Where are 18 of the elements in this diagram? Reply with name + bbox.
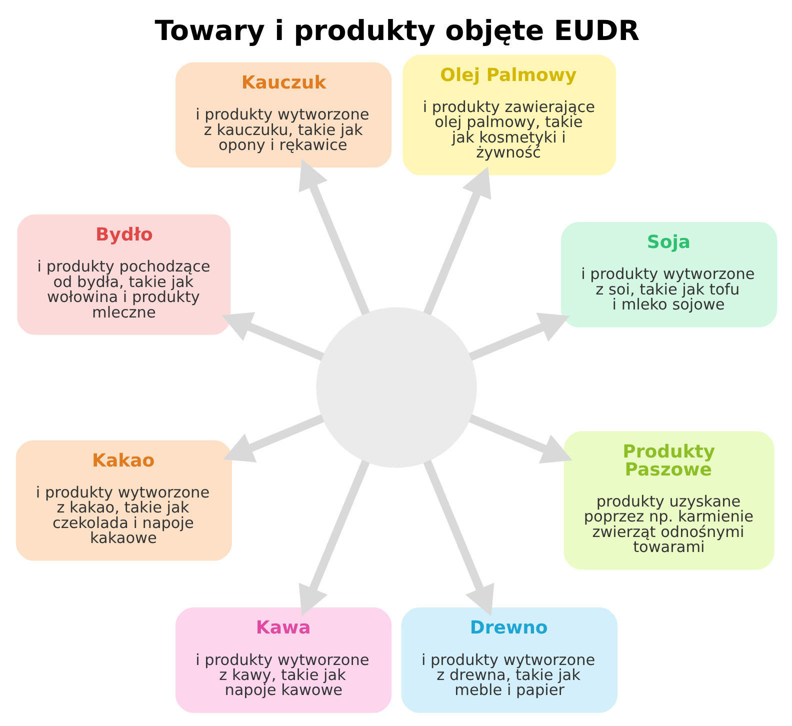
node-box: Produkty Paszowe produkty uzyskane poprzez np. karmienie zwierząt odnośnymi towarami <box>563 431 774 570</box>
arrow <box>422 460 494 616</box>
node-box: Olej Palmowy i produkty zawierające olej palmowy, takie jak kosmetyki i żywność <box>402 54 616 176</box>
arrow <box>422 166 491 316</box>
diagram-title: Towary i produkty objęte EUDR <box>154 14 640 48</box>
node-box: Kawa i produkty wytworzone z kawy, takie jak napoje kawowe <box>175 608 392 713</box>
node-box: Soja i produkty wytworzone z soi, takie jak tofu i mleko sojowe <box>560 222 777 328</box>
arrow <box>298 460 370 616</box>
node-box: Kakao i produkty wytworzone z kakao, takie jak czekolada i napoje kakaowe <box>15 440 232 561</box>
arrow <box>298 158 370 316</box>
node-circle <box>316 307 476 468</box>
arrow <box>468 312 570 361</box>
node-box: Drewno i produkty wytworzone z drewna, takie jak meble i papier <box>400 608 617 713</box>
node-box: Kauczuk i produkty wytworzone z kauczuku, takie jak opony i rękawice <box>175 62 392 168</box>
arrow <box>221 312 324 361</box>
arrow <box>222 414 324 462</box>
node-box: Bydło i produkty pochodzące od bydła, takie jak wołowina i produkty mleczne <box>16 214 230 335</box>
arrow <box>468 414 572 464</box>
